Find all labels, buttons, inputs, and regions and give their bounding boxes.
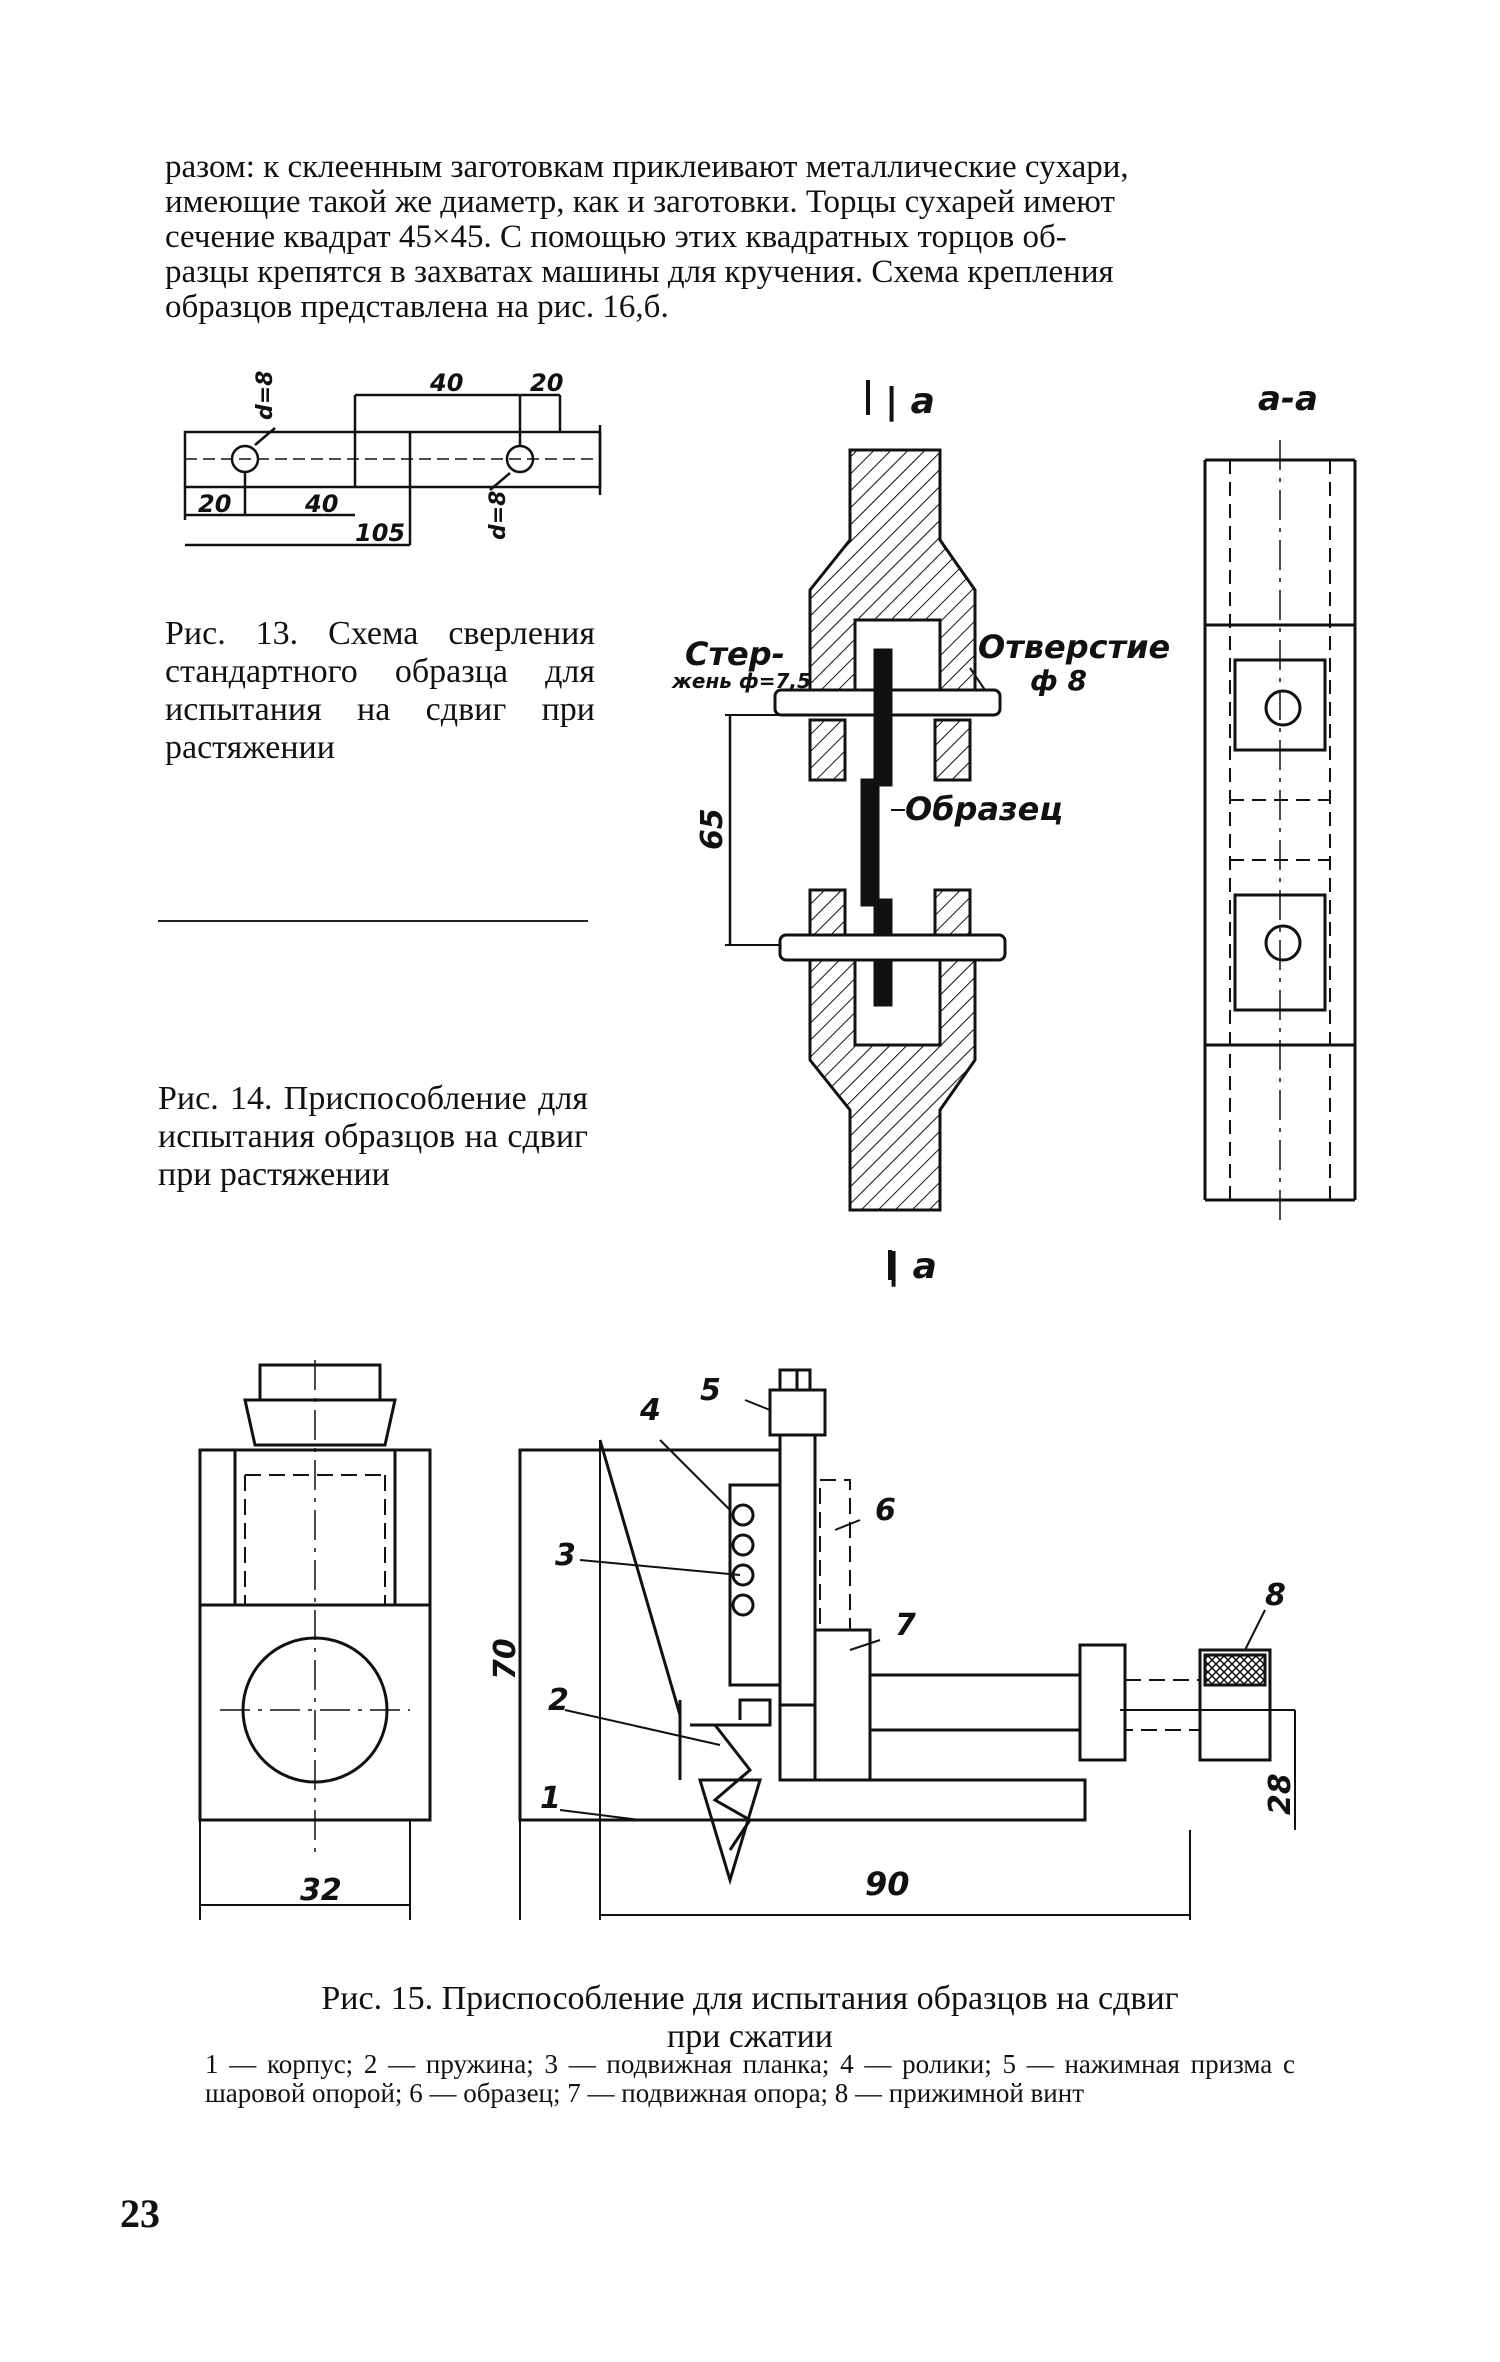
fig13-dim-105: 105 [355, 519, 405, 547]
fig15-caption: Рис. 15. Приспособление для испытания об… [200, 1980, 1300, 2056]
fig15-dim-90: 90 [865, 1865, 910, 1903]
fig14-label-sample: Образец [905, 790, 1063, 828]
fig15-dim-32: 32 [300, 1873, 342, 1908]
fig14-label-hole-2: ф 8 [1030, 664, 1087, 697]
fig15-dim-70: 70 [488, 1638, 523, 1680]
fig14-caption: Рис. 14. Приспособление для испытания об… [158, 1080, 588, 1193]
fig13-dim-40-bottom: 40 [304, 490, 338, 518]
fig13-drawing [183, 393, 602, 547]
fig14-section-view-label: a-a [1258, 379, 1318, 419]
fig14-dim-65: 65 [695, 808, 730, 850]
fig14-label-rod-1: Стер- [685, 635, 785, 673]
fig13-caption: Рис. 13. Схема сверления стандартного об… [165, 615, 595, 766]
fig15-caption-line-2: при сжатии [667, 2018, 833, 2055]
page-number: 23 [120, 2191, 160, 2236]
paragraph-line: имеющие такой же диаметр, как и заготовк… [165, 184, 1115, 220]
fig15-side-view [518, 1368, 1296, 1920]
fig15-part-5: 5 [700, 1373, 721, 1408]
fig15-legend: 1 — корпус; 2 — пружина; 3 — подвижная п… [205, 2049, 1295, 2108]
fig15-part-6: 6 [875, 1493, 896, 1528]
fig15-part-1: 1 [540, 1781, 561, 1816]
paragraph-line: разцы крепятся в захватах машины для кру… [165, 254, 1114, 290]
fig15-part-4: 4 [639, 1393, 661, 1428]
fig13-dim-d8-right: d=8 [486, 491, 511, 541]
paragraph-line: разом: к склеенным заготовкам приклеиваю… [165, 149, 1129, 185]
fig14-label-rod-2: жень ф=7,5 [671, 669, 811, 693]
fig15-part-7: 7 [895, 1608, 916, 1643]
fig13-dim-20-top: 20 [530, 369, 563, 397]
fig15-front-view [198, 1360, 432, 1920]
fig15-dim-28: 28 [1263, 1773, 1298, 1815]
paragraph-line: образцов представлена на рис. 16,б. [165, 289, 669, 325]
fig14-section-bottom: | a [887, 1246, 937, 1287]
fig14-label-hole-1: Отверстие [978, 628, 1170, 666]
paragraph-line: сечение квадрат 45×45. С помощью этих кв… [165, 219, 1067, 255]
fig14-section-top: | a [885, 381, 935, 422]
fig13-dim-20-bottom: 20 [198, 490, 231, 518]
fig15-part-8: 8 [1265, 1578, 1286, 1613]
body-paragraph: разом: к склеенным заготовкам приклеиваю… [165, 150, 1335, 325]
divider-rule [158, 920, 588, 922]
fig14-side-view [1203, 440, 1357, 1225]
fig15-part-2: 2 [548, 1683, 569, 1718]
fig15-part-3: 3 [555, 1538, 576, 1573]
fig13-dim-d8-left: d=8 [253, 371, 278, 421]
fig14-fixture [725, 380, 1007, 1280]
fig15-caption-line-1: Рис. 15. Приспособление для испытания об… [321, 1980, 1179, 2017]
fig13-dim-40: 40 [429, 369, 463, 397]
